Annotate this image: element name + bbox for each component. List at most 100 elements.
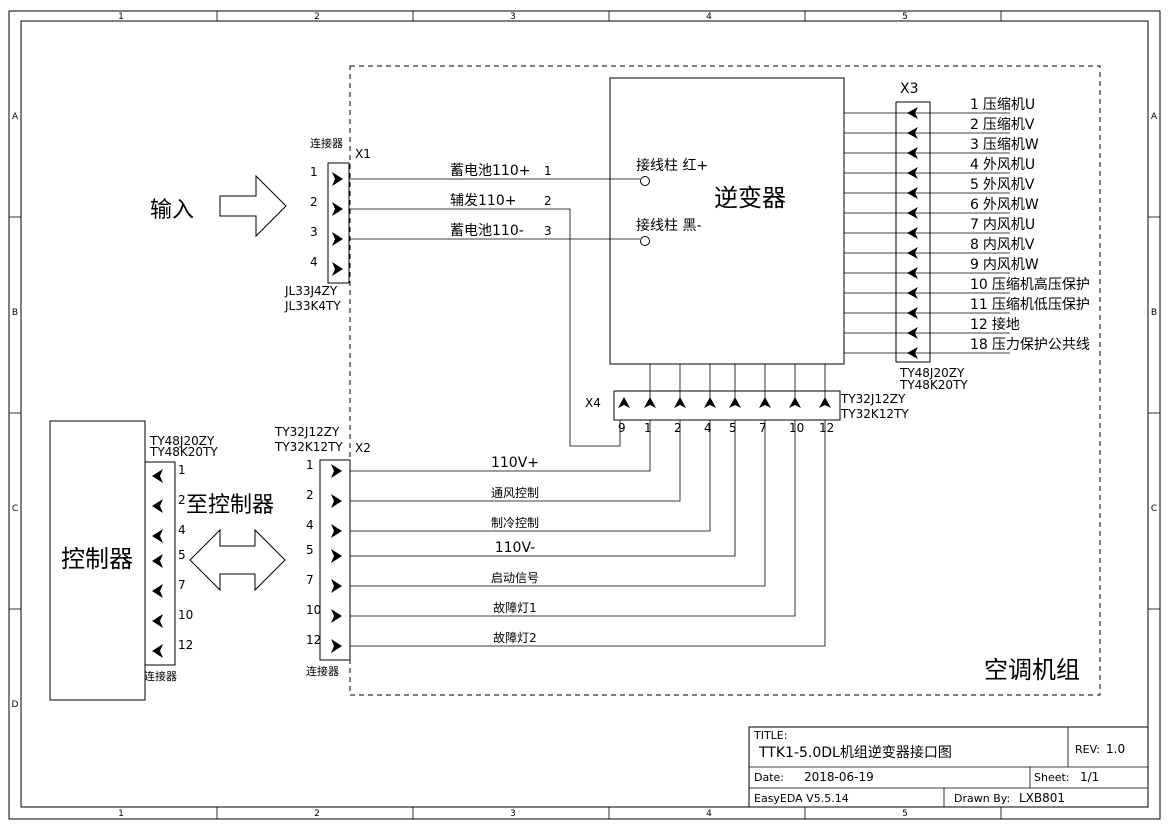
drawing-frame: 1 2 3 4 5 1 2 3 4 5 A B C D A B C: [8, 10, 1161, 820]
controller-connector-body: [144, 461, 176, 666]
frame-row-label-left: A: [12, 112, 19, 122]
input-arrow-icon: [219, 174, 287, 238]
x3-pin-arrow-icon: [907, 187, 918, 199]
inverter-title: 逆变器: [714, 184, 786, 212]
input-wire-number: 2: [544, 194, 552, 208]
signal-wire: [350, 420, 681, 502]
x4-pin-number: 1: [644, 421, 652, 435]
x3-pin-arrow-icon: [907, 307, 918, 319]
x3-pin-arrow-icon: [907, 107, 918, 119]
connector-x1-part: JL33J4ZY: [284, 284, 338, 298]
frame-col-label-bottom: 5: [902, 809, 908, 819]
x3-output-name: 外风机V: [983, 177, 1035, 193]
controller-connector-pin-arrow-icon: [152, 469, 163, 483]
controller-connector-pin-number: 4: [178, 523, 186, 537]
x3-pin-arrow-icon: [907, 147, 918, 159]
controller-connector-pin-number: 10: [178, 608, 193, 622]
x3-output-number: 18: [970, 337, 988, 353]
x4-pin-arrow-icon: [789, 397, 801, 408]
signal-wire: [350, 420, 766, 587]
frame-col-label-top: 4: [706, 12, 712, 22]
frame-row-label-right: A: [1151, 112, 1158, 122]
connector-x2-pin-number: 7: [306, 573, 314, 587]
connector-x3: X3 TY48J20ZY TY48K20TY: [895, 81, 968, 392]
connector-x1-pin-number: 1: [310, 165, 318, 179]
controller-connector-pin-arrow-icon: [152, 584, 163, 598]
frame-inner-border: [20, 20, 1149, 808]
x3-output-name: 内风机W: [983, 257, 1039, 273]
frame-row-label-right: C: [1151, 504, 1157, 514]
x4-pin-arrow-icon: [819, 397, 831, 408]
x3-pin-arrow-icon: [907, 287, 918, 299]
bidirectional-arrow-icon: [189, 528, 286, 592]
connector-x1-pin-number: 4: [310, 255, 318, 269]
connector-x4-part: TY32J12ZY: [840, 392, 906, 406]
x3-output-number: 8: [970, 237, 979, 253]
x3-pin-arrow-icon: [907, 247, 918, 259]
signal-wire: [350, 420, 736, 557]
signal-wire: [350, 420, 711, 532]
controller-connector-type: 连接器: [144, 670, 177, 683]
x4-pin-arrow-icon: [704, 397, 716, 408]
input-wire-label: 蓄电池110-: [450, 223, 524, 239]
connector-x3-part: TY48J20ZY: [899, 366, 965, 380]
connector-x1-pin-number: 3: [310, 225, 318, 239]
connector-x3-name: X3: [900, 81, 919, 97]
connector-x4: X4 TY32J12ZY TY32K12TY: [585, 390, 909, 421]
frame-col-label-bottom: 4: [706, 809, 712, 819]
frame-col-label-top: 2: [314, 12, 320, 22]
x3-output-name: 压缩机U: [983, 97, 1035, 113]
connector-x1-pin-arrow-icon: [332, 172, 343, 186]
connector-x4-body: [613, 390, 841, 421]
x4-pin-number: 12: [819, 421, 834, 435]
signal-wire: [350, 420, 651, 472]
input-wires: [349, 178, 640, 447]
connector-x1-type: 连接器: [310, 137, 343, 150]
connector-x3-part: TY48K20TY: [899, 378, 968, 392]
frame-row-label-right: B: [1151, 308, 1157, 318]
signal-wire-label: 故障灯1: [493, 600, 537, 615]
x4-pin-number: 7: [759, 421, 767, 435]
frame-outer-border: [8, 10, 1161, 820]
controller-connector-pin-number: 1: [178, 463, 186, 477]
input-label: 输入: [150, 198, 194, 223]
connector-x4-part: TY32K12TY: [840, 407, 909, 421]
x3-pin-arrow-icon: [907, 267, 918, 279]
connector-x2-name: X2: [355, 441, 371, 455]
x3-output-name: 外风机W: [983, 197, 1039, 213]
controller-connector-pin-arrow-icon: [152, 614, 163, 628]
connector-x2: TY32J12ZY TY32K12TY X2 连接器: [274, 425, 371, 678]
controller-label: 控制器: [61, 545, 133, 573]
x4-pin-arrow-icon: [644, 397, 656, 408]
x3-output-number: 1: [970, 97, 979, 113]
connector-x2-part: TY32K12TY: [274, 440, 343, 454]
x4-pin-number: 9: [618, 421, 626, 435]
x3-output-number: 5: [970, 177, 979, 193]
connector-x1-pin-arrow-icon: [332, 262, 343, 276]
x3-pin-arrow-icon: [907, 347, 918, 359]
x4-pin-arrow-icon: [674, 397, 686, 408]
x3-output-name: 内风机V: [983, 237, 1035, 253]
date-value: 2018-06-19: [804, 770, 874, 784]
controller-connector-part: TY48K20TY: [149, 445, 218, 459]
connector-x1-pin-number: 2: [310, 195, 318, 209]
connector-x2-pin-arrow-icon: [331, 549, 342, 563]
input-wire-number: 3: [544, 224, 552, 238]
terminal-post-black-label: 接线柱 黑-: [636, 217, 702, 234]
signal-wire-label: 110V-: [495, 540, 536, 556]
connector-x1-name: X1: [355, 147, 371, 161]
connector-x4-name: X4: [585, 396, 601, 410]
terminal-post-red-label: 接线柱 红+: [636, 157, 708, 174]
frame-col-label-bottom: 1: [118, 809, 124, 819]
x3-pin-arrow-icon: [907, 227, 918, 239]
